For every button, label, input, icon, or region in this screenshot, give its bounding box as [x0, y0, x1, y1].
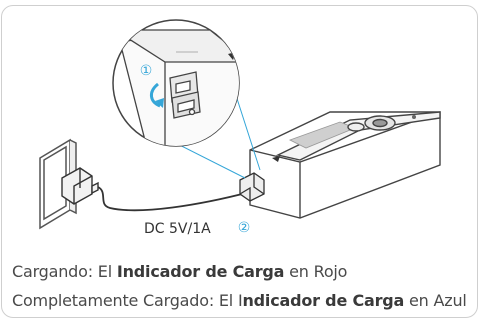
doorbell-device: [249, 111, 441, 219]
usb-connector-icon: [239, 172, 265, 202]
caption-text: en Rojo: [284, 262, 348, 281]
step-1-badge: ①: [140, 63, 153, 79]
power-plug-icon: [61, 167, 99, 205]
indicator-label: ndicador de Carga: [242, 291, 405, 310]
caption-text: Completamente Cargado: El I: [12, 291, 243, 310]
magnified-port-view: [112, 19, 240, 147]
caption-text: Cargando: El: [12, 262, 117, 281]
indicator-label: Indicador de Carga: [116, 262, 285, 281]
caption-text: en Azul: [404, 291, 467, 310]
open-arrow-icon: [150, 82, 161, 108]
power-spec-label: DC 5V/1A: [144, 221, 211, 237]
step-2-badge: ②: [238, 220, 251, 236]
charged-caption: Completamente Cargado: El Indicador de C…: [12, 291, 467, 310]
charging-cable: [97, 186, 251, 212]
charging-caption: Cargando: El Indicador de Carga en Rojo: [12, 262, 347, 281]
